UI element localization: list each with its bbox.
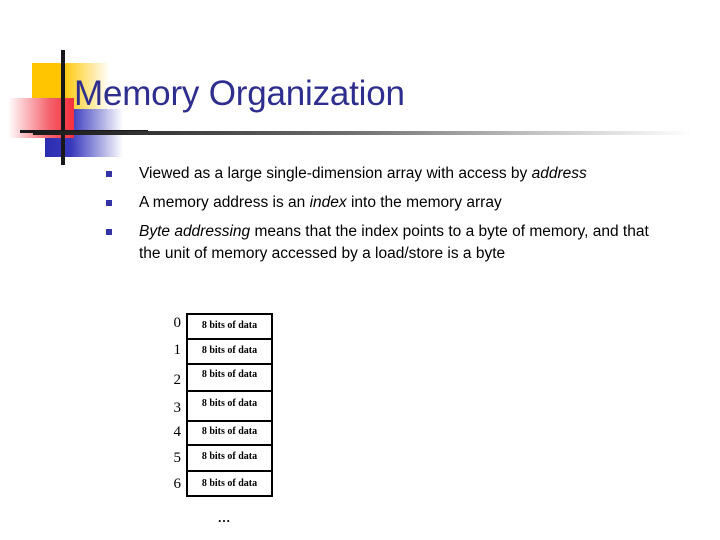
bullet-item: Byte addressing means that the index poi… [106, 221, 666, 265]
vertical-rule-icon [61, 50, 65, 165]
square-bullet-icon [106, 200, 112, 206]
memory-address-label: 0 [173, 315, 182, 331]
square-bullet-icon [106, 229, 112, 235]
emphasis-text: Byte addressing [139, 223, 251, 240]
memory-address-label: 5 [173, 449, 182, 466]
bullet-item-text: Viewed as a large single-dimension array… [139, 165, 587, 182]
bullet-item: A memory address is an index into the me… [106, 192, 666, 214]
memory-cell: 8 bits of data [186, 420, 273, 444]
memory-address-label: 3 [173, 399, 182, 416]
bullet-list: Viewed as a large single-dimension array… [106, 163, 666, 272]
memory-table-continuation: ... [218, 510, 231, 525]
memory-address-label: 1 [173, 342, 182, 358]
emphasis-text: address [531, 165, 587, 182]
square-bullet-icon [106, 171, 112, 177]
title-divider [33, 131, 693, 135]
body-text: Viewed as a large single-dimension array… [139, 165, 532, 182]
memory-cell: 8 bits of data [186, 444, 273, 470]
bullet-item: Viewed as a large single-dimension array… [106, 163, 666, 185]
memory-cell: 8 bits of data [186, 390, 273, 420]
body-text: into the memory array [346, 194, 502, 211]
emphasis-text: index [309, 194, 347, 211]
memory-address-label: 4 [173, 423, 182, 440]
body-text: means that the index points to a byte of… [139, 223, 649, 262]
bullet-item-text: Byte addressing means that the index poi… [139, 223, 649, 262]
page-title: Memory Organization [74, 74, 405, 113]
memory-address-label: 2 [173, 372, 182, 388]
memory-cell: 8 bits of data [186, 338, 273, 363]
memory-cell: 8 bits of data [186, 363, 273, 390]
memory-cell: 8 bits of data [186, 313, 273, 338]
memory-cell: 8 bits of data [186, 470, 273, 497]
bullet-item-text: A memory address is an index into the me… [139, 194, 502, 211]
memory-address-label: 6 [173, 476, 182, 492]
body-text: A memory address is an [139, 194, 310, 211]
